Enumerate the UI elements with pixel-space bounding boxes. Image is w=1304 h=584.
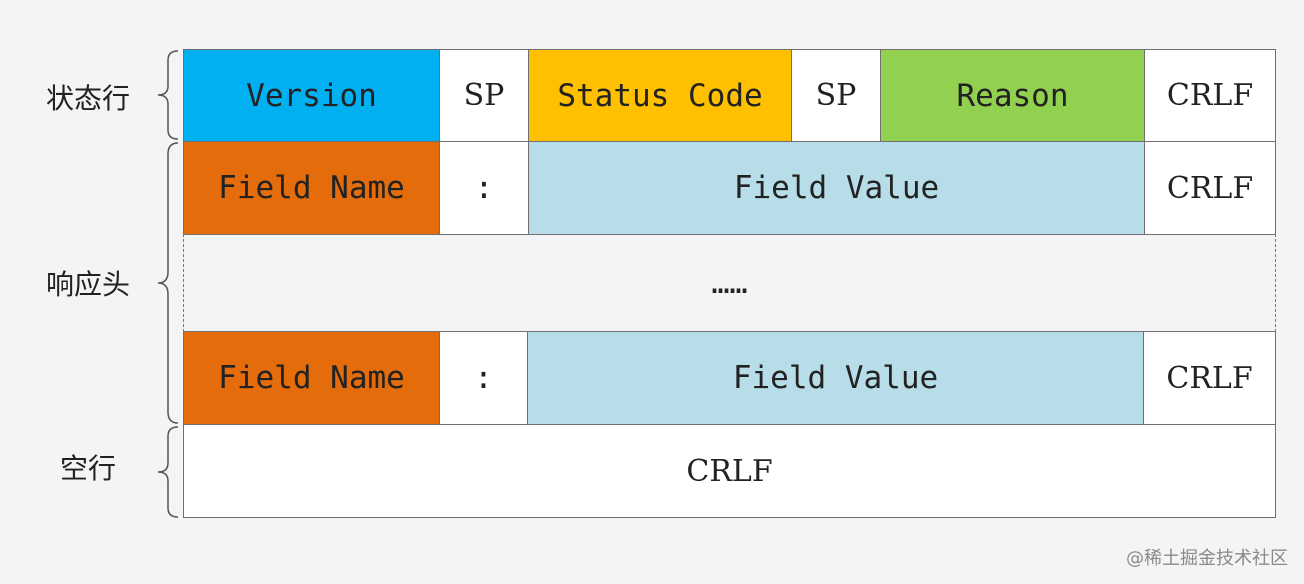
response-headers-label: 响应头 bbox=[45, 268, 130, 301]
status-line-label: 状态行 bbox=[45, 82, 130, 115]
header-crlf-text-1: CRLF bbox=[1166, 170, 1254, 206]
version-cell: Version bbox=[183, 49, 440, 142]
field-name-cell-1: Field Name bbox=[183, 141, 440, 235]
status-crlf-cell: CRLF bbox=[1144, 49, 1276, 142]
field-value-text-1: Field Value bbox=[733, 170, 940, 206]
field-value-cell-2: Field Value bbox=[527, 331, 1144, 425]
headers-ellipsis-row: …… bbox=[183, 234, 1276, 332]
status-code-cell: Status Code bbox=[528, 49, 792, 142]
field-name-cell-2: Field Name bbox=[183, 331, 440, 425]
sp-text-1: SP bbox=[463, 78, 505, 113]
sp-cell-1: SP bbox=[439, 49, 529, 142]
field-value-cell-1: Field Value bbox=[528, 141, 1145, 235]
colon-cell-2: : bbox=[439, 331, 528, 425]
status-crlf-text: CRLF bbox=[1166, 78, 1254, 113]
sp-cell-2: SP bbox=[791, 49, 881, 142]
reason-text: Reason bbox=[956, 77, 1069, 114]
header-crlf-cell-2: CRLF bbox=[1143, 331, 1276, 425]
version-text: Version bbox=[246, 77, 377, 114]
ellipsis-text: …… bbox=[711, 265, 748, 301]
status-code-text: Status Code bbox=[557, 77, 763, 114]
colon-text-1: : bbox=[474, 170, 494, 206]
reason-cell: Reason bbox=[880, 49, 1145, 142]
response-headers-brace bbox=[150, 142, 180, 424]
field-name-text-1: Field Name bbox=[218, 170, 405, 206]
blank-line-label: 空行 bbox=[59, 452, 116, 485]
header-crlf-text-2: CRLF bbox=[1166, 360, 1253, 396]
blank-line-brace bbox=[150, 426, 180, 518]
colon-text-2: : bbox=[474, 360, 493, 396]
blank-line-cell: CRLF bbox=[183, 424, 1276, 518]
blank-line-crlf-text: CRLF bbox=[686, 453, 773, 489]
status-line-brace bbox=[150, 50, 180, 140]
watermark: @稀土掘金技术社区 bbox=[1126, 548, 1288, 569]
field-value-text-2: Field Value bbox=[732, 360, 939, 396]
colon-cell-1: : bbox=[439, 141, 529, 235]
sp-text-2: SP bbox=[815, 78, 857, 113]
header-crlf-cell-1: CRLF bbox=[1144, 141, 1276, 235]
field-name-text-2: Field Name bbox=[218, 360, 405, 396]
